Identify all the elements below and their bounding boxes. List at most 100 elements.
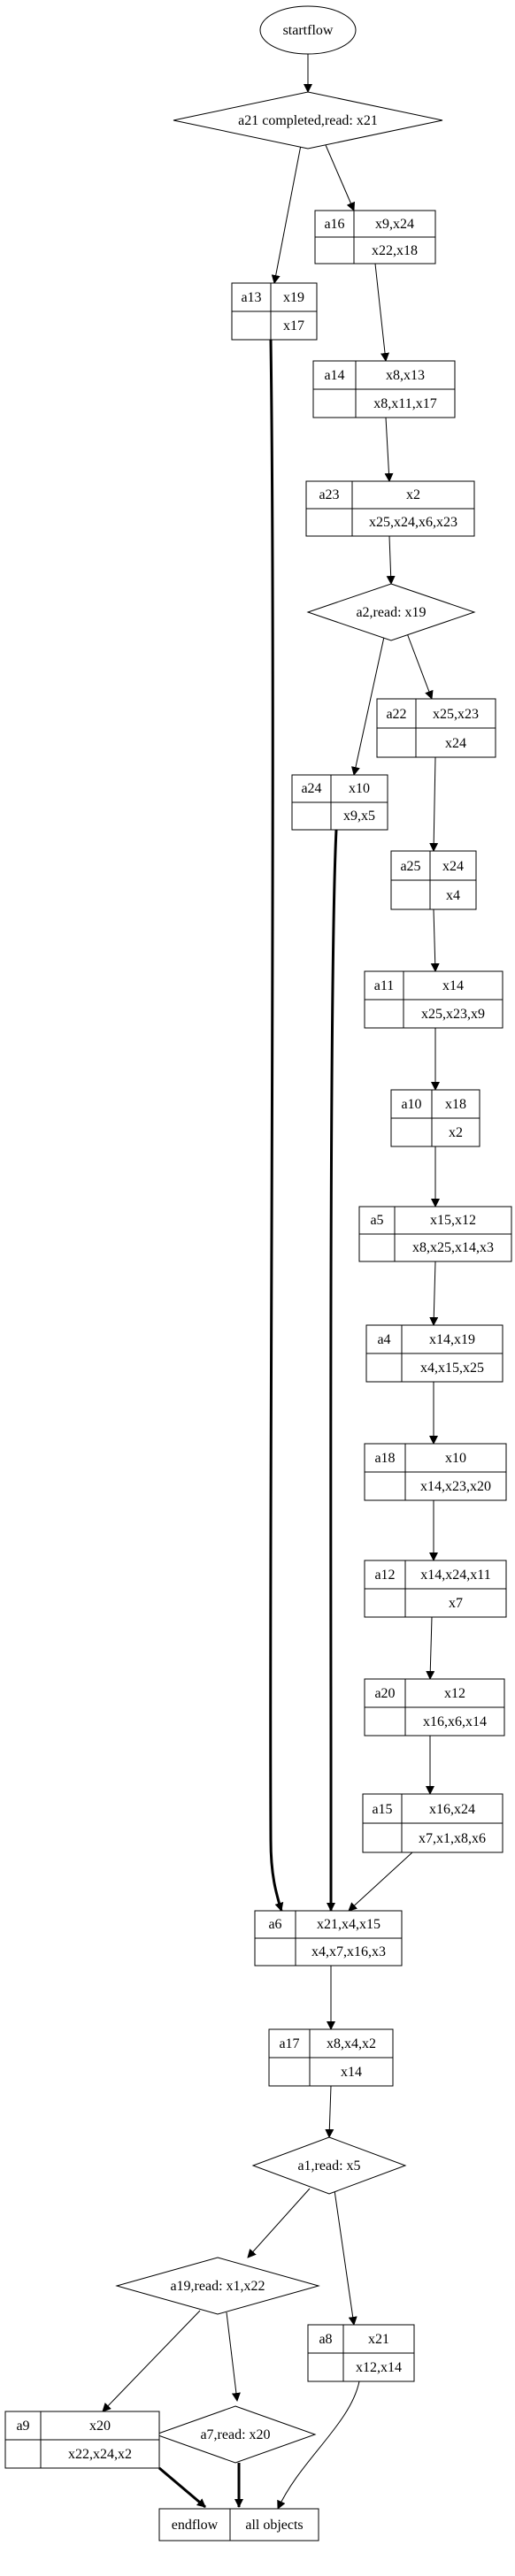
node-a14: a14 x8,x13 x8,x11,x17 <box>312 360 456 418</box>
node-name: a16 <box>324 217 344 232</box>
node-bottom: x22,x24,x2 <box>68 2447 132 2462</box>
decision-label: a2,read: x19 <box>356 605 426 620</box>
node-a4: a4 x14,x19 x4,x15,x25 <box>365 1324 503 1383</box>
node-name: a15 <box>372 1802 392 1817</box>
edge-a9-end <box>158 2466 206 2509</box>
node-bottom: x16,x6,x14 <box>423 1714 487 1729</box>
node-bottom: x4,x15,x25 <box>420 1361 484 1376</box>
node-a16: a16 x9,x24 x22,x18 <box>314 210 436 264</box>
node-top: x25,x23 <box>433 707 479 722</box>
node-a23: a23 x2 x25,x24,x6,x23 <box>305 480 475 537</box>
node-a10: a10 x18 x2 <box>390 1089 480 1147</box>
node-name: a14 <box>324 368 344 383</box>
node-a5: a5 x15,x12 x8,x25,x14,x3 <box>358 1206 512 1262</box>
node-bottom: x22,x18 <box>372 243 418 258</box>
decision-a2: a2,read: x19 <box>306 583 476 641</box>
node-a25: a25 x24 x4 <box>390 850 477 910</box>
node-top: x18 <box>445 1097 466 1112</box>
edge-a25-a11 <box>430 908 440 972</box>
node-bottom: x4 <box>446 888 460 903</box>
decision-label: a19,read: x1,x22 <box>170 2279 265 2294</box>
edge-a21-a13 <box>271 144 302 284</box>
edge-a16-a14 <box>374 263 389 362</box>
node-top: x8,x4,x2 <box>327 2036 376 2051</box>
node-bottom: x4,x7,x16,x3 <box>311 1944 386 1959</box>
edge-a24-a6 <box>327 829 338 1912</box>
edge-a1-a8 <box>334 2189 357 2326</box>
node-top: x21 <box>368 2332 389 2347</box>
node-bottom: x8,x25,x14,x3 <box>412 1240 494 1255</box>
edge-a17-a1 <box>325 2085 334 2138</box>
node-a12: a12 x14,x24,x11 x7 <box>364 1560 507 1618</box>
edge-a22-a25 <box>429 756 439 852</box>
node-name: a23 <box>319 487 339 502</box>
node-bottom: x12,x14 <box>356 2360 402 2375</box>
node-name: a18 <box>374 1451 395 1466</box>
edge-a13-a6 <box>269 339 284 1912</box>
node-bottom: x25,x23,x9 <box>421 1007 485 1022</box>
node-bottom: x17 <box>283 318 304 334</box>
decision-label: a1,read: x5 <box>297 2158 360 2174</box>
edge-a15-a6 <box>348 1852 413 1912</box>
node-top: x9,x24 <box>375 217 414 232</box>
node-name: a6 <box>268 1917 281 1932</box>
node-bottom: x14,x23,x20 <box>420 1479 491 1494</box>
end-right-label: all objects <box>245 2518 303 2533</box>
node-bottom: x24 <box>445 736 466 751</box>
end-node: endflow all objects <box>158 2508 319 2542</box>
nodes: startflow a21 completed,read: x21 a2,rea… <box>4 5 512 2542</box>
node-name: a9 <box>16 2419 29 2434</box>
decision-label: a21 completed,read: x21 <box>238 113 378 128</box>
node-top: x2 <box>406 487 420 502</box>
node-a9: a9 x20 x22,x24,x2 <box>4 2411 160 2469</box>
decision-a1: a1,read: x5 <box>251 2136 407 2195</box>
node-a6: a6 x21,x4,x15 x4,x7,x16,x3 <box>254 1910 403 1966</box>
node-a15: a15 x16,x24 x7,x1,x8,x6 <box>362 1793 503 1853</box>
edge-a19-a9 <box>102 2310 201 2412</box>
node-a8: a8 x21 x12,x14 <box>307 2324 415 2382</box>
node-top: x20 <box>89 2419 111 2434</box>
node-top: x19 <box>283 290 304 305</box>
edge-a14-a23 <box>384 417 394 482</box>
node-name: a22 <box>386 707 406 722</box>
node-a11: a11 x14 x25,x23,x9 <box>364 970 503 1029</box>
edge-a2-a24 <box>351 636 385 776</box>
node-top: x10 <box>349 781 370 796</box>
node-bottom: x25,x24,x6,x23 <box>369 515 457 530</box>
node-top: x14,x24,x11 <box>420 1568 490 1583</box>
node-bottom: x9,x5 <box>343 809 375 824</box>
node-name: a20 <box>374 1686 395 1701</box>
node-name: a12 <box>374 1568 395 1583</box>
node-top: x8,x13 <box>386 368 425 383</box>
node-name: a10 <box>401 1097 421 1112</box>
end-left-label: endflow <box>172 2518 219 2533</box>
node-name: a17 <box>279 2036 299 2051</box>
edge-a8-end <box>277 2380 360 2510</box>
node-a22: a22 x25,x23 x24 <box>376 698 496 758</box>
decision-a7: a7,read: x20 <box>154 2405 317 2464</box>
edge-a1-a19 <box>247 2188 311 2258</box>
node-top: x14 <box>442 978 464 993</box>
node-top: x16,x24 <box>429 1802 475 1817</box>
node-top: x10 <box>445 1451 466 1466</box>
node-bottom: x7 <box>449 1596 463 1611</box>
node-bottom: x2 <box>449 1125 463 1140</box>
node-name: a24 <box>301 781 321 796</box>
node-top: x21,x4,x15 <box>317 1917 380 1932</box>
node-name: a11 <box>374 978 395 993</box>
edge-a19-a7 <box>226 2312 241 2402</box>
edge-a5-a4 <box>429 1261 439 1326</box>
node-name: a25 <box>400 859 420 874</box>
node-a13: a13 x19 x17 <box>231 282 318 341</box>
edges <box>102 54 440 2510</box>
node-name: a4 <box>377 1332 390 1347</box>
node-name: a8 <box>319 2332 332 2347</box>
node-a17: a17 x8,x4,x2 x14 <box>268 2028 394 2087</box>
node-a18: a18 x10 x14,x23,x20 <box>364 1443 507 1501</box>
node-bottom: x14 <box>341 2065 362 2080</box>
decision-a21: a21 completed,read: x21 <box>173 91 443 150</box>
node-a24: a24 x10 x9,x5 <box>291 774 388 831</box>
edge-a2-a22 <box>406 632 434 700</box>
decision-a19: a19,read: x1,x22 <box>115 2257 320 2315</box>
